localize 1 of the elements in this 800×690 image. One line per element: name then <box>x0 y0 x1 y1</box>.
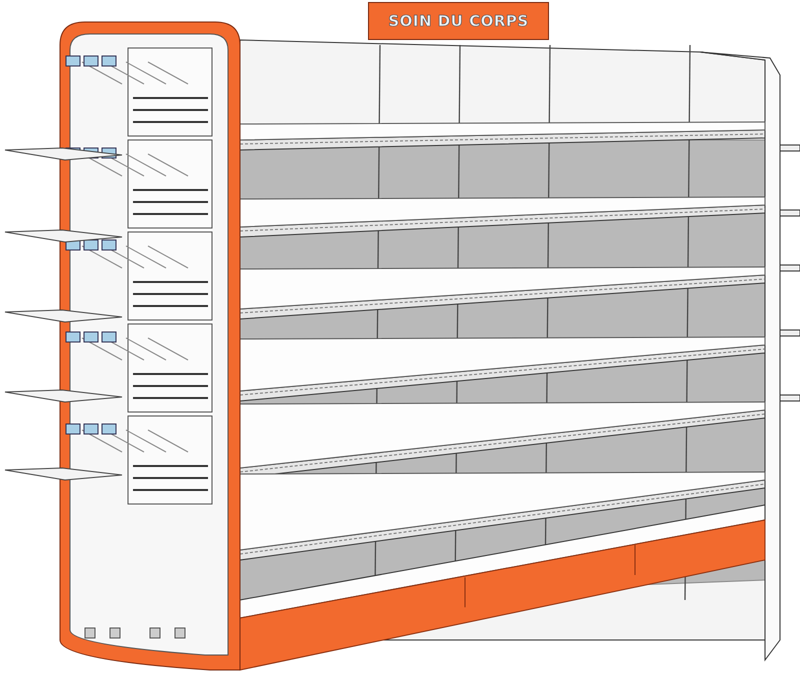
sign-board: SOIN DU CORPS <box>368 2 549 40</box>
